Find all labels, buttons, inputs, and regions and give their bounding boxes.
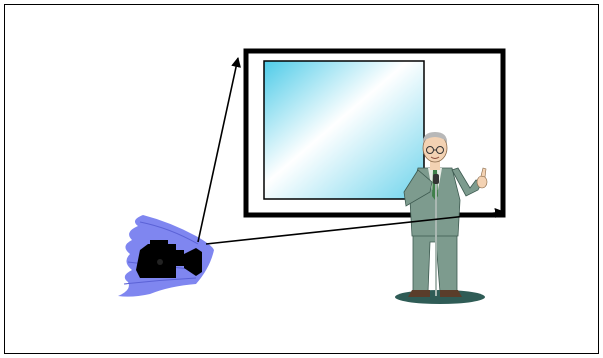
arrow-camera-to-screen-bottom-right [205,207,505,245]
projection-screen-icon [243,48,506,218]
arrow-camera-to-screen-top-left [197,57,241,243]
speaker-at-microphone-icon [395,132,488,304]
video-camera-icon [118,215,214,297]
microphone-icon [433,174,439,184]
screen-surface [263,60,425,200]
